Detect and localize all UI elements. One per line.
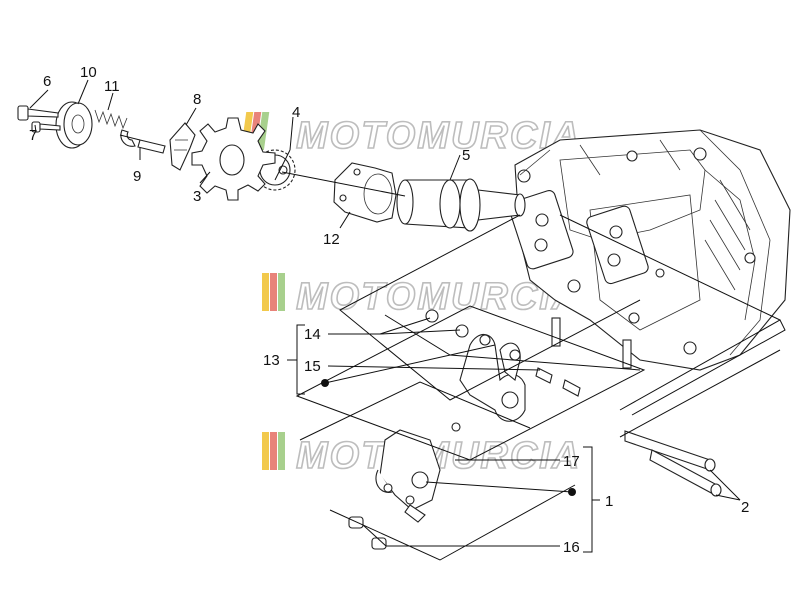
callout-14: 14 xyxy=(304,326,321,343)
pulley xyxy=(55,101,93,149)
callout-1: 1 xyxy=(605,493,613,510)
leader-2 xyxy=(709,469,741,501)
callout-13: 13 xyxy=(263,352,280,369)
callout-8: 8 xyxy=(193,91,201,108)
callout-10: 10 xyxy=(80,64,97,81)
callout-7: 7 xyxy=(29,127,37,144)
decompressor-gear xyxy=(191,117,276,201)
bolt xyxy=(17,105,59,121)
callout-15: 15 xyxy=(304,358,321,375)
callout-11: 11 xyxy=(104,78,120,95)
callout-16: 16 xyxy=(563,539,580,556)
cylinder-head xyxy=(508,129,791,371)
callout-labels: 1 2 3 4 5 6 7 8 9 10 11 12 13 14 15 16 1… xyxy=(29,64,749,556)
bracket-13 xyxy=(287,317,541,395)
camshaft xyxy=(396,178,526,232)
decompressor-lever xyxy=(169,122,196,171)
leader-top xyxy=(29,79,461,229)
bolt-small xyxy=(31,121,61,133)
leader-lines xyxy=(119,134,406,197)
guide-pins xyxy=(624,430,722,497)
rocker-arm-lower xyxy=(348,422,461,550)
callout-12: 12 xyxy=(323,231,340,248)
watermark-middle: MOTOMURCIA xyxy=(262,273,581,319)
pin xyxy=(120,129,166,154)
callout-4: 4 xyxy=(292,104,300,121)
callout-6: 6 xyxy=(43,73,51,90)
watermark-text: MOTOMURCIA xyxy=(296,115,581,157)
spring xyxy=(94,109,128,130)
bracket-1 xyxy=(362,446,600,553)
callout-3: 3 xyxy=(193,188,201,205)
camshaft-plate xyxy=(333,162,397,223)
callout-9: 9 xyxy=(133,168,141,185)
watermark-top: MOTOMURCIA xyxy=(240,112,581,158)
watermark-text: MOTOMURCIA xyxy=(296,276,581,318)
callout-2: 2 xyxy=(741,499,749,516)
callout-17: 17 xyxy=(563,453,580,470)
callout-5: 5 xyxy=(462,147,470,164)
